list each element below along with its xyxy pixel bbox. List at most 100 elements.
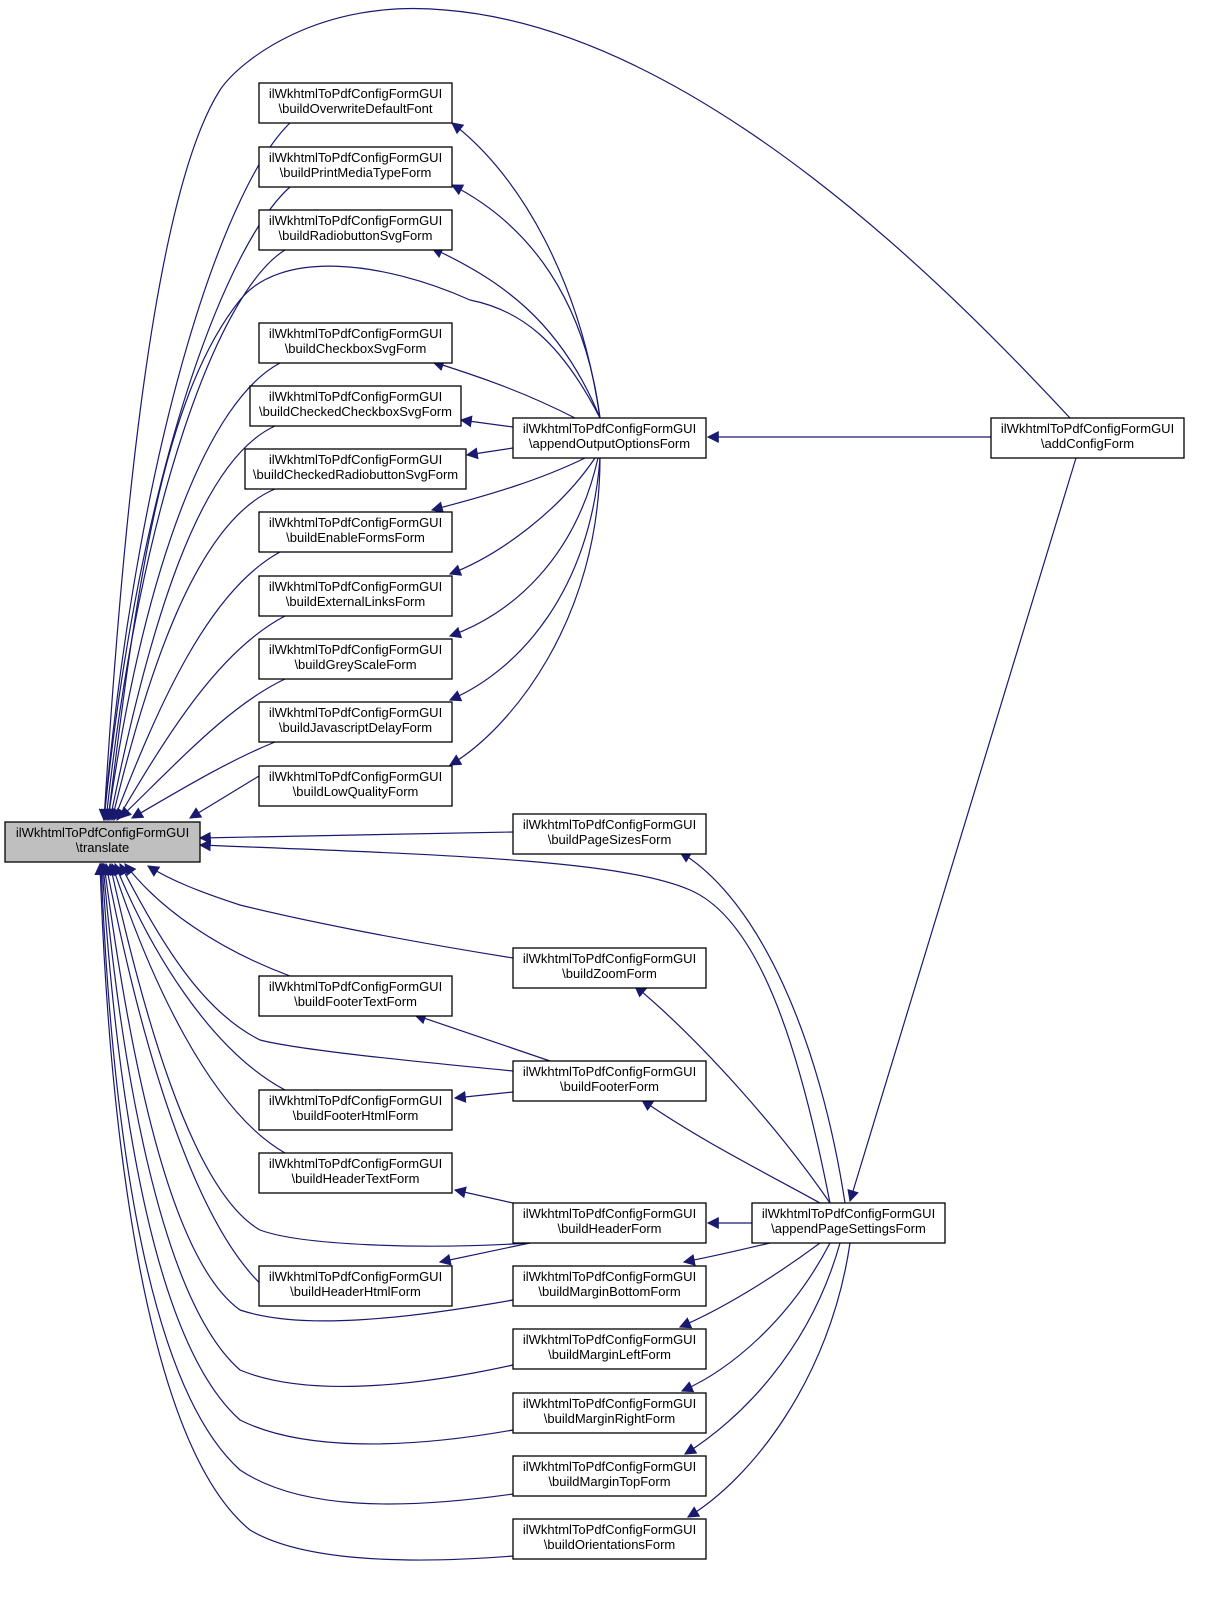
node-box[interactable] xyxy=(258,1265,453,1307)
node-buildZoomForm[interactable]: ilWkhtmlToPdfConfigFormGUI\buildZoomForm xyxy=(512,947,707,989)
node-buildPageSizesForm[interactable]: ilWkhtmlToPdfConfigFormGUI\buildPageSize… xyxy=(512,813,707,855)
edge-line xyxy=(198,831,514,844)
node-box[interactable] xyxy=(512,1202,707,1244)
edge-line xyxy=(112,551,281,822)
node-box[interactable] xyxy=(512,813,707,855)
edge-buildFooterForm-to-buildFooterTextForm xyxy=(413,1012,551,1062)
node-appendOutputOptionsForm[interactable]: ilWkhtmlToPdfConfigFormGUI\appendOutputO… xyxy=(512,417,707,459)
node-box[interactable] xyxy=(258,322,453,364)
node-method-label: \buildOrientationsForm xyxy=(544,1537,676,1552)
node-buildCheckboxSvgForm[interactable]: ilWkhtmlToPdfConfigFormGUI\buildCheckbox… xyxy=(258,322,453,364)
node-buildFooterForm[interactable]: ilWkhtmlToPdfConfigFormGUI\buildFooterFo… xyxy=(512,1060,707,1102)
node-method-label: \buildGreyScaleForm xyxy=(294,657,416,672)
node-buildJavascriptDelayForm[interactable]: ilWkhtmlToPdfConfigFormGUI\buildJavascri… xyxy=(258,701,453,743)
node-buildMarginBottomForm[interactable]: ilWkhtmlToPdfConfigFormGUI\buildMarginBo… xyxy=(512,1265,707,1307)
node-box[interactable] xyxy=(512,417,707,459)
node-box[interactable] xyxy=(258,1152,453,1194)
edge-line xyxy=(448,457,596,576)
edge-buildHeaderTextForm-to-translate xyxy=(109,862,286,1154)
node-class-label: ilWkhtmlToPdfConfigFormGUI xyxy=(523,421,696,436)
edge-buildFooterHtmlForm-to-translate xyxy=(113,862,286,1091)
edge-line xyxy=(683,1242,841,1455)
node-box[interactable] xyxy=(258,765,453,807)
node-buildHeaderHtmlForm[interactable]: ilWkhtmlToPdfConfigFormGUI\buildHeaderHt… xyxy=(258,1265,453,1307)
edge-line xyxy=(109,862,286,1154)
edge-line xyxy=(103,362,281,822)
edge-buildGreyScaleForm-to-translate xyxy=(119,678,286,819)
node-box[interactable] xyxy=(4,821,201,863)
node-class-label: ilWkhtmlToPdfConfigFormGUI xyxy=(269,1269,442,1284)
node-buildHeaderForm[interactable]: ilWkhtmlToPdfConfigFormGUI\buildHeaderFo… xyxy=(512,1202,707,1244)
node-buildExternalLinksForm[interactable]: ilWkhtmlToPdfConfigFormGUI\buildExternal… xyxy=(258,575,453,617)
node-class-label: ilWkhtmlToPdfConfigFormGUI xyxy=(269,150,442,165)
edge-buildRadiobuttonSvgForm-to-translate xyxy=(101,249,286,822)
node-box[interactable] xyxy=(512,1518,707,1560)
node-buildFooterTextForm[interactable]: ilWkhtmlToPdfConfigFormGUI\buildFooterTe… xyxy=(258,975,453,1017)
edge-line xyxy=(94,862,514,1561)
node-buildMarginRightForm[interactable]: ilWkhtmlToPdfConfigFormGUI\buildMarginRi… xyxy=(512,1392,707,1434)
node-box[interactable] xyxy=(512,947,707,989)
node-buildGreyScaleForm[interactable]: ilWkhtmlToPdfConfigFormGUI\buildGreyScal… xyxy=(258,638,453,680)
edge-line xyxy=(438,1242,531,1266)
node-class-label: ilWkhtmlToPdfConfigFormGUI xyxy=(269,389,442,404)
edge-line xyxy=(108,488,276,822)
node-box[interactable] xyxy=(258,975,453,1017)
node-class-label: ilWkhtmlToPdfConfigFormGUI xyxy=(523,1064,696,1079)
node-translate[interactable]: ilWkhtmlToPdfConfigFormGUI\translate xyxy=(4,821,201,863)
node-buildMarginLeftForm[interactable]: ilWkhtmlToPdfConfigFormGUI\buildMarginLe… xyxy=(512,1328,707,1370)
node-buildMarginTopForm[interactable]: ilWkhtmlToPdfConfigFormGUI\buildMarginTo… xyxy=(512,1455,707,1497)
edge-buildCheckboxSvgForm-to-translate xyxy=(103,362,281,822)
node-box[interactable] xyxy=(258,146,453,188)
node-box[interactable] xyxy=(258,82,453,124)
node-box[interactable] xyxy=(258,638,453,680)
node-class-label: ilWkhtmlToPdfConfigFormGUI xyxy=(523,1269,696,1284)
node-method-label: \buildHeaderForm xyxy=(557,1221,661,1236)
node-buildCheckedRadiobuttonSvgForm[interactable]: ilWkhtmlToPdfConfigFormGUI\buildCheckedR… xyxy=(244,448,467,490)
node-box[interactable] xyxy=(249,385,462,427)
node-buildHeaderTextForm[interactable]: ilWkhtmlToPdfConfigFormGUI\buildHeaderTe… xyxy=(258,1152,453,1194)
node-box[interactable] xyxy=(990,417,1185,459)
edge-addConfigForm-to-translate xyxy=(98,8,1071,822)
node-method-label: \buildHeaderHtmlForm xyxy=(290,1284,421,1299)
edge-line xyxy=(413,1012,551,1062)
node-box[interactable] xyxy=(244,448,467,490)
node-box[interactable] xyxy=(512,1455,707,1497)
node-method-label: \buildMarginTopForm xyxy=(548,1474,670,1489)
edge-line xyxy=(430,457,586,514)
node-buildOverwriteDefaultFont[interactable]: ilWkhtmlToPdfConfigFormGUI\buildOverwrit… xyxy=(258,82,453,124)
edge-buildMarginLeftForm-to-translate xyxy=(97,862,514,1388)
node-method-label: \buildFooterHtmlForm xyxy=(293,1108,419,1123)
node-buildFooterHtmlForm[interactable]: ilWkhtmlToPdfConfigFormGUI\buildFooterHt… xyxy=(258,1089,453,1131)
node-buildOrientationsForm[interactable]: ilWkhtmlToPdfConfigFormGUI\buildOrientat… xyxy=(512,1518,707,1560)
node-class-label: ilWkhtmlToPdfConfigFormGUI xyxy=(762,1206,935,1221)
edge-buildFooterTextForm-to-translate xyxy=(124,863,291,977)
node-box[interactable] xyxy=(258,701,453,743)
edge-appendOutputOptionsForm-to-buildGreyScaleForm xyxy=(448,457,599,639)
node-addConfigForm[interactable]: ilWkhtmlToPdfConfigFormGUI\addConfigForm xyxy=(990,417,1185,459)
edge-line xyxy=(146,865,514,959)
node-appendPageSettingsForm[interactable]: ilWkhtmlToPdfConfigFormGUI\appendPageSet… xyxy=(751,1202,946,1244)
node-method-label: \buildRadiobuttonSvgForm xyxy=(279,228,433,243)
node-box[interactable] xyxy=(512,1265,707,1307)
node-box[interactable] xyxy=(751,1202,946,1244)
edge-appendPageSettingsForm-to-translate xyxy=(198,839,831,1204)
node-buildLowQualityForm[interactable]: ilWkhtmlToPdfConfigFormGUI\buildLowQuali… xyxy=(258,765,453,807)
node-box[interactable] xyxy=(258,1089,453,1131)
edge-appendPageSettingsForm-to-buildMarginBottomForm xyxy=(682,1242,771,1266)
node-buildRadiobuttonSvgForm[interactable]: ilWkhtmlToPdfConfigFormGUI\buildRadiobut… xyxy=(258,209,453,251)
edge-appendOutputOptionsForm-to-buildCheckboxSvgForm xyxy=(431,359,576,419)
node-buildEnableFormsForm[interactable]: ilWkhtmlToPdfConfigFormGUI\buildEnableFo… xyxy=(258,511,453,553)
edge-line xyxy=(102,862,291,1307)
node-method-label: \appendPageSettingsForm xyxy=(771,1221,926,1236)
node-buildPrintMediaTypeForm[interactable]: ilWkhtmlToPdfConfigFormGUI\buildPrintMed… xyxy=(258,146,453,188)
node-box[interactable] xyxy=(258,209,453,251)
node-box[interactable] xyxy=(258,511,453,553)
node-box[interactable] xyxy=(258,575,453,617)
node-box[interactable] xyxy=(512,1392,707,1434)
edge-line xyxy=(116,615,286,822)
node-box[interactable] xyxy=(512,1060,707,1102)
node-method-label: \buildJavascriptDelayForm xyxy=(279,720,432,735)
node-box[interactable] xyxy=(512,1328,707,1370)
node-buildCheckedCheckboxSvgForm[interactable]: ilWkhtmlToPdfConfigFormGUI\buildCheckedC… xyxy=(249,385,462,427)
node-layer: ilWkhtmlToPdfConfigFormGUI\translate ilWk… xyxy=(4,82,1185,1560)
